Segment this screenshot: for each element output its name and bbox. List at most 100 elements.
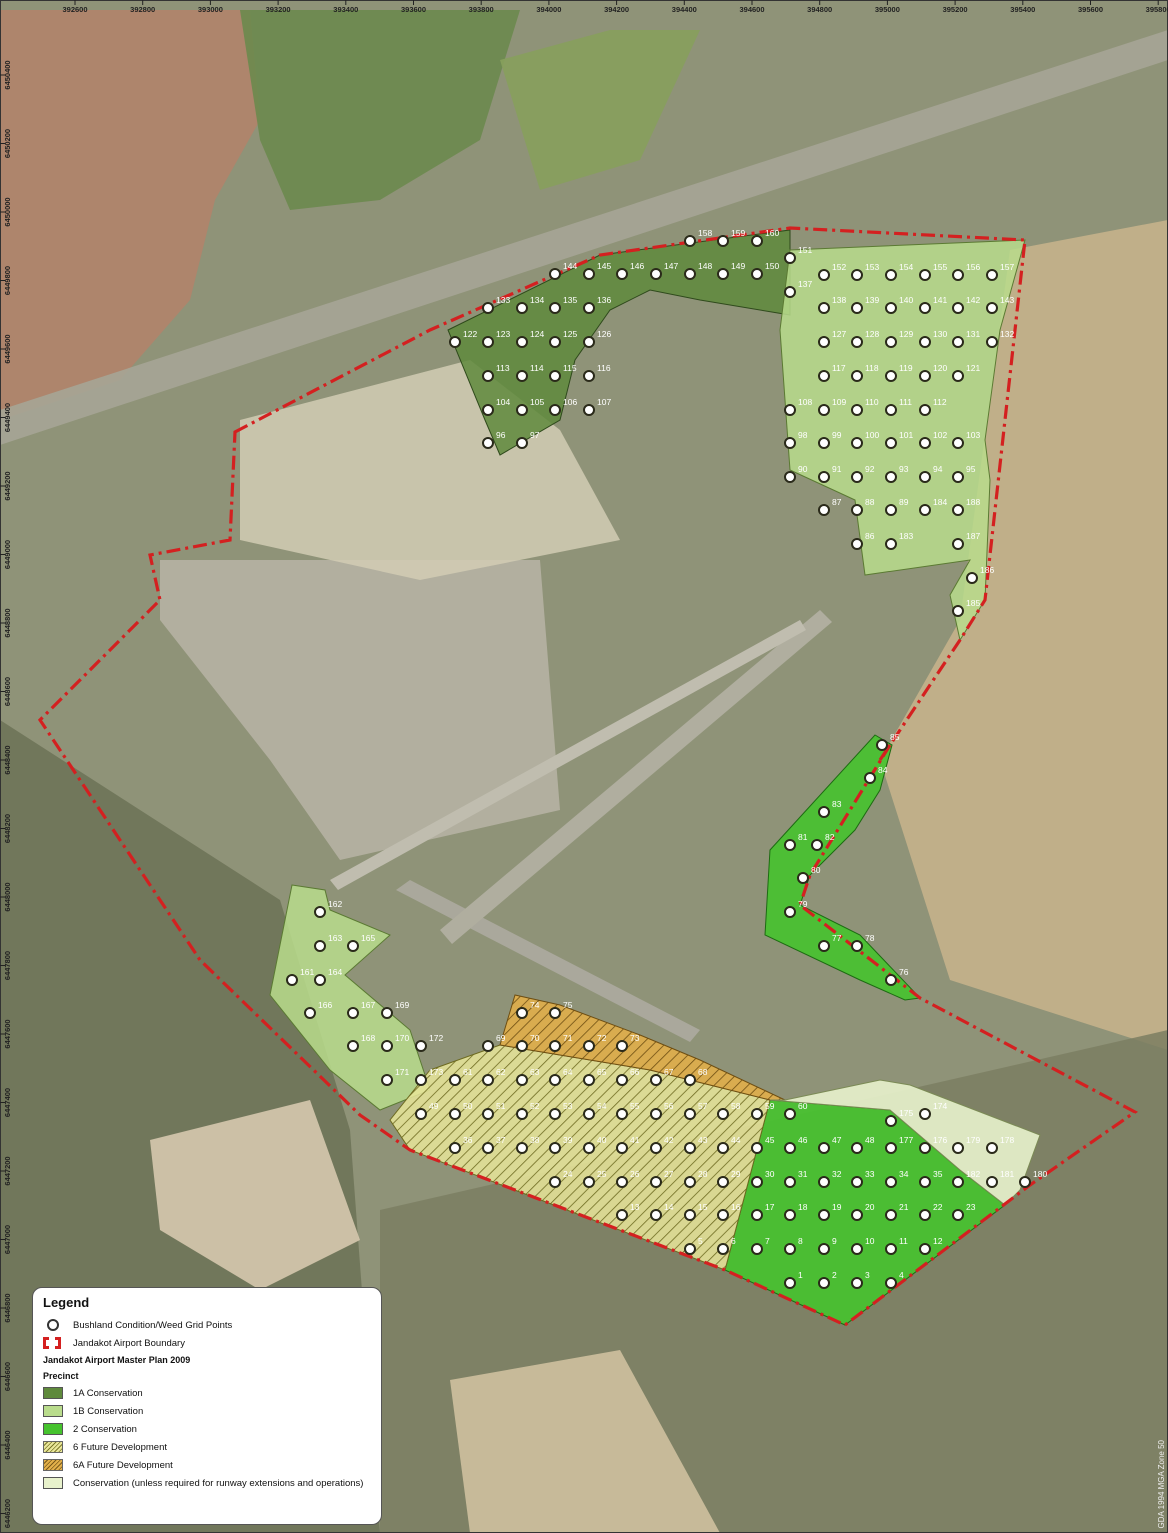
grid-point-marker[interactable] <box>616 1142 628 1154</box>
grid-point-marker[interactable] <box>919 471 931 483</box>
grid-point-marker[interactable] <box>919 1142 931 1154</box>
grid-point-marker[interactable] <box>549 336 561 348</box>
grid-point-marker[interactable] <box>885 1209 897 1221</box>
grid-point-marker[interactable] <box>784 1243 796 1255</box>
grid-point-marker[interactable] <box>885 1142 897 1154</box>
grid-point-marker[interactable] <box>314 974 326 986</box>
grid-point-marker[interactable] <box>919 504 931 516</box>
grid-point-marker[interactable] <box>818 302 830 314</box>
grid-point-marker[interactable] <box>684 1142 696 1154</box>
grid-point-marker[interactable] <box>818 1142 830 1154</box>
grid-point-marker[interactable] <box>851 437 863 449</box>
grid-point-marker[interactable] <box>314 940 326 952</box>
grid-point-marker[interactable] <box>549 1074 561 1086</box>
grid-point-marker[interactable] <box>919 1176 931 1188</box>
grid-point-marker[interactable] <box>818 1209 830 1221</box>
grid-point-marker[interactable] <box>616 1040 628 1052</box>
grid-point-marker[interactable] <box>784 1108 796 1120</box>
grid-point-marker[interactable] <box>851 336 863 348</box>
grid-point-marker[interactable] <box>650 1142 662 1154</box>
grid-point-marker[interactable] <box>684 268 696 280</box>
grid-point-marker[interactable] <box>784 404 796 416</box>
grid-point-marker[interactable] <box>381 1074 393 1086</box>
grid-point-marker[interactable] <box>851 404 863 416</box>
grid-point-marker[interactable] <box>583 1108 595 1120</box>
grid-point-marker[interactable] <box>797 872 809 884</box>
grid-point-marker[interactable] <box>952 504 964 516</box>
grid-point-marker[interactable] <box>919 1243 931 1255</box>
grid-point-marker[interactable] <box>851 1209 863 1221</box>
grid-point-marker[interactable] <box>818 336 830 348</box>
grid-point-marker[interactable] <box>751 1243 763 1255</box>
grid-point-marker[interactable] <box>986 302 998 314</box>
grid-point-marker[interactable] <box>885 302 897 314</box>
grid-point-marker[interactable] <box>885 471 897 483</box>
grid-point-marker[interactable] <box>415 1074 427 1086</box>
grid-point-marker[interactable] <box>818 806 830 818</box>
grid-point-marker[interactable] <box>851 302 863 314</box>
grid-point-marker[interactable] <box>818 1176 830 1188</box>
grid-point-marker[interactable] <box>919 269 931 281</box>
grid-point-marker[interactable] <box>286 974 298 986</box>
grid-point-marker[interactable] <box>717 1176 729 1188</box>
grid-point-marker[interactable] <box>919 404 931 416</box>
grid-point-marker[interactable] <box>919 370 931 382</box>
grid-point-marker[interactable] <box>549 404 561 416</box>
grid-point-marker[interactable] <box>784 286 796 298</box>
grid-point-marker[interactable] <box>986 336 998 348</box>
grid-point-marker[interactable] <box>449 336 461 348</box>
grid-point-marker[interactable] <box>885 370 897 382</box>
grid-point-marker[interactable] <box>784 906 796 918</box>
grid-point-marker[interactable] <box>751 1176 763 1188</box>
grid-point-marker[interactable] <box>549 1007 561 1019</box>
grid-point-marker[interactable] <box>449 1074 461 1086</box>
grid-point-marker[interactable] <box>986 269 998 281</box>
grid-point-marker[interactable] <box>381 1007 393 1019</box>
grid-point-marker[interactable] <box>876 739 888 751</box>
grid-point-marker[interactable] <box>684 1108 696 1120</box>
grid-point-marker[interactable] <box>784 471 796 483</box>
grid-point-marker[interactable] <box>516 404 528 416</box>
grid-point-marker[interactable] <box>784 1209 796 1221</box>
grid-point-marker[interactable] <box>549 268 561 280</box>
grid-point-marker[interactable] <box>482 437 494 449</box>
grid-point-marker[interactable] <box>717 268 729 280</box>
grid-point-marker[interactable] <box>952 336 964 348</box>
grid-point-marker[interactable] <box>482 370 494 382</box>
grid-point-marker[interactable] <box>784 839 796 851</box>
grid-point-marker[interactable] <box>616 268 628 280</box>
grid-point-marker[interactable] <box>347 1007 359 1019</box>
grid-point-marker[interactable] <box>919 437 931 449</box>
grid-point-marker[interactable] <box>449 1142 461 1154</box>
grid-point-marker[interactable] <box>650 268 662 280</box>
grid-point-marker[interactable] <box>684 235 696 247</box>
grid-point-marker[interactable] <box>885 538 897 550</box>
grid-point-marker[interactable] <box>347 940 359 952</box>
grid-point-marker[interactable] <box>885 437 897 449</box>
grid-point-marker[interactable] <box>482 336 494 348</box>
grid-point-marker[interactable] <box>885 336 897 348</box>
grid-point-marker[interactable] <box>482 1074 494 1086</box>
grid-point-marker[interactable] <box>549 1142 561 1154</box>
grid-point-marker[interactable] <box>885 974 897 986</box>
grid-point-marker[interactable] <box>952 370 964 382</box>
grid-point-marker[interactable] <box>516 1108 528 1120</box>
grid-point-marker[interactable] <box>952 471 964 483</box>
grid-point-marker[interactable] <box>482 404 494 416</box>
grid-point-marker[interactable] <box>1019 1176 1031 1188</box>
grid-point-marker[interactable] <box>516 302 528 314</box>
grid-point-marker[interactable] <box>549 1108 561 1120</box>
grid-point-marker[interactable] <box>516 1040 528 1052</box>
grid-point-marker[interactable] <box>851 1277 863 1289</box>
grid-point-marker[interactable] <box>616 1209 628 1221</box>
grid-point-marker[interactable] <box>818 269 830 281</box>
grid-point-marker[interactable] <box>851 370 863 382</box>
grid-point-marker[interactable] <box>818 404 830 416</box>
grid-point-marker[interactable] <box>482 1142 494 1154</box>
grid-point-marker[interactable] <box>851 538 863 550</box>
grid-point-marker[interactable] <box>919 1209 931 1221</box>
grid-point-marker[interactable] <box>583 1176 595 1188</box>
grid-point-marker[interactable] <box>851 940 863 952</box>
grid-point-marker[interactable] <box>684 1243 696 1255</box>
grid-point-marker[interactable] <box>583 1074 595 1086</box>
